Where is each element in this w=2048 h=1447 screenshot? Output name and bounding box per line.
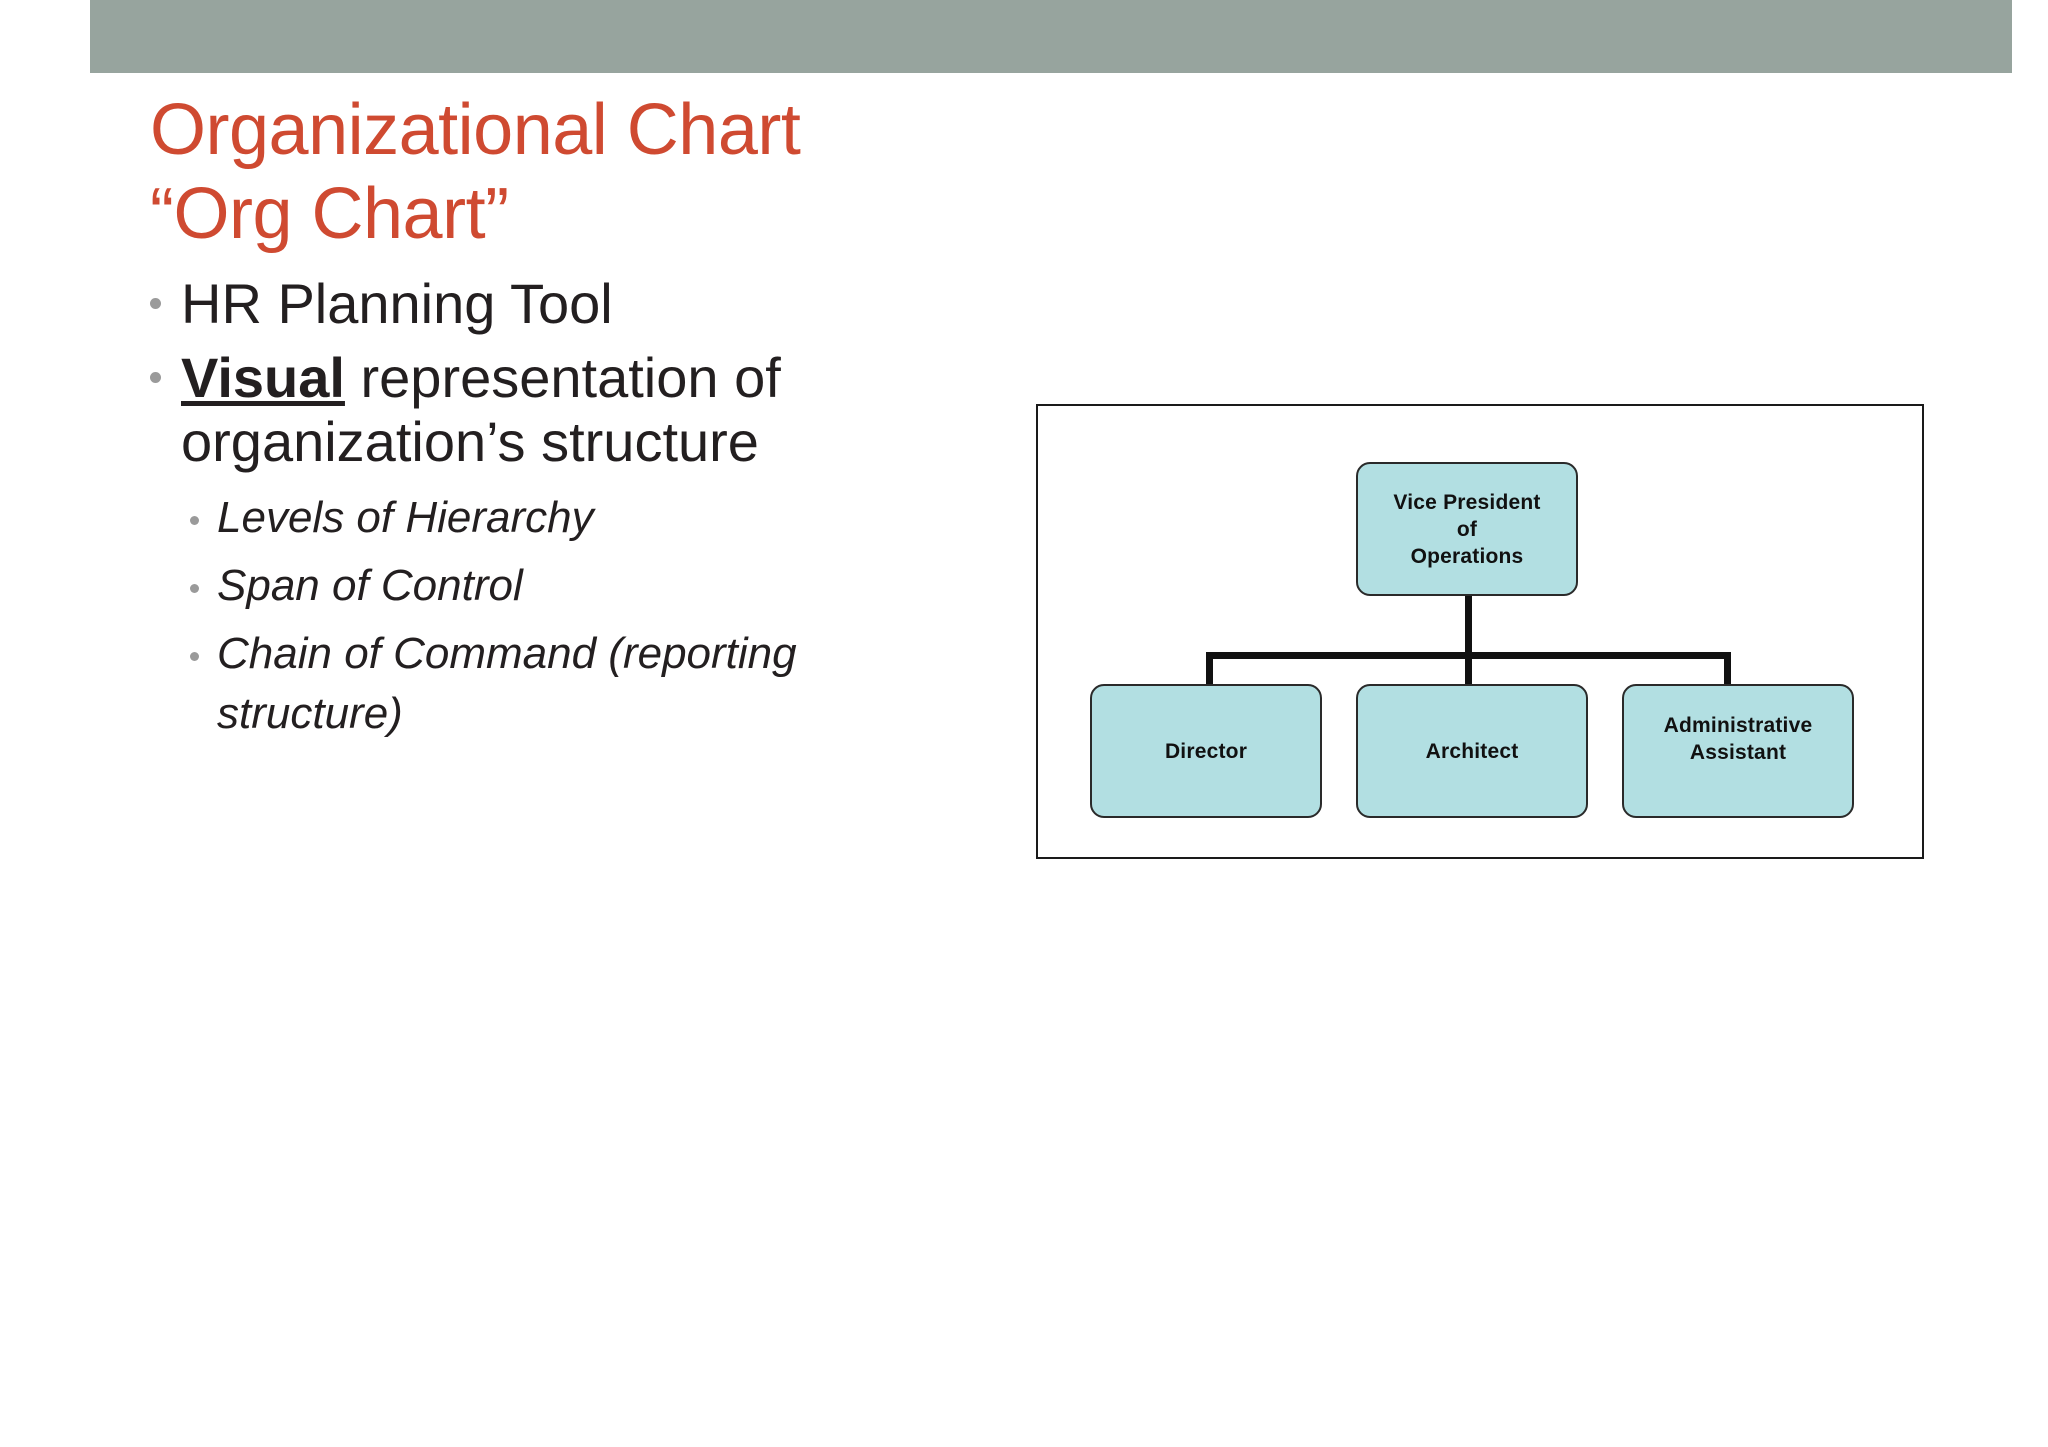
bullet-item-hr-planning-tool: HR Planning Tool <box>150 272 940 336</box>
org-node-label-line: Administrative <box>1663 714 1813 737</box>
sub-bullet-text: Chain of Command (reporting structure) <box>217 629 797 738</box>
org-node-label-line: Assistant <box>1689 741 1787 764</box>
bullet-text: HR Planning Tool <box>181 272 613 335</box>
org-node-label-line: Vice President <box>1393 490 1541 514</box>
title-line-2: “Org Chart” <box>150 174 509 254</box>
org-node-label: Vice President of Operations <box>1393 489 1540 570</box>
org-node-label: Director <box>1165 738 1247 765</box>
org-node-vice-president-of-operations: Vice President of Operations <box>1356 462 1578 596</box>
connector-child-1-vertical <box>1206 652 1213 688</box>
sub-bullet-item-chain-of-command: Chain of Command (reporting structure) <box>190 624 940 744</box>
sub-bullet-list: Levels of Hierarchy Span of Control Chai… <box>190 488 940 744</box>
org-node-label-line: Operations <box>1410 544 1524 568</box>
org-chart-image: Vice President of Operations Director Ar… <box>1036 404 1924 859</box>
sub-bullet-dot-icon <box>190 516 199 525</box>
bullet-list: HR Planning Tool Visual representation o… <box>150 272 940 752</box>
org-node-label: Architect <box>1426 738 1519 765</box>
bullet-item-visual-representation: Visual representation of organization’s … <box>150 346 940 474</box>
bullet-dot-icon <box>150 298 161 309</box>
org-node-label-line: of <box>1456 517 1478 541</box>
bullet-emphasis-visual: Visual <box>181 346 345 409</box>
slide-title: Organizational Chart “Org Chart” <box>150 88 1150 256</box>
sub-bullet-text: Levels of Hierarchy <box>217 493 594 542</box>
connector-child-2-vertical <box>1465 652 1472 688</box>
org-chart-canvas: Vice President of Operations Director Ar… <box>1038 406 1922 857</box>
connector-child-3-vertical <box>1724 652 1731 688</box>
bullet-dot-icon <box>150 372 161 383</box>
connector-root-vertical <box>1465 596 1472 656</box>
sub-bullet-item-levels-of-hierarchy: Levels of Hierarchy <box>190 488 940 548</box>
bullet-text-rest: representation of organization’s structu… <box>181 346 781 473</box>
bullet-text: Visual representation of organization’s … <box>181 346 940 474</box>
title-line-1: Organizational Chart <box>150 90 801 170</box>
sub-bullet-dot-icon <box>190 584 199 593</box>
org-node-label-line: Director <box>1164 739 1248 763</box>
org-node-architect: Architect <box>1356 684 1588 818</box>
org-node-administrative-assistant: Administrative Assistant <box>1622 684 1854 818</box>
org-node-label: Administrative Assistant <box>1664 712 1813 766</box>
org-node-label-line: Architect <box>1425 739 1519 763</box>
org-node-director: Director <box>1090 684 1322 818</box>
sub-bullet-text: Span of Control <box>217 561 523 610</box>
sub-bullet-dot-icon <box>190 652 199 661</box>
sub-bullet-item-span-of-control: Span of Control <box>190 556 940 616</box>
slide-top-banner <box>90 0 2012 73</box>
